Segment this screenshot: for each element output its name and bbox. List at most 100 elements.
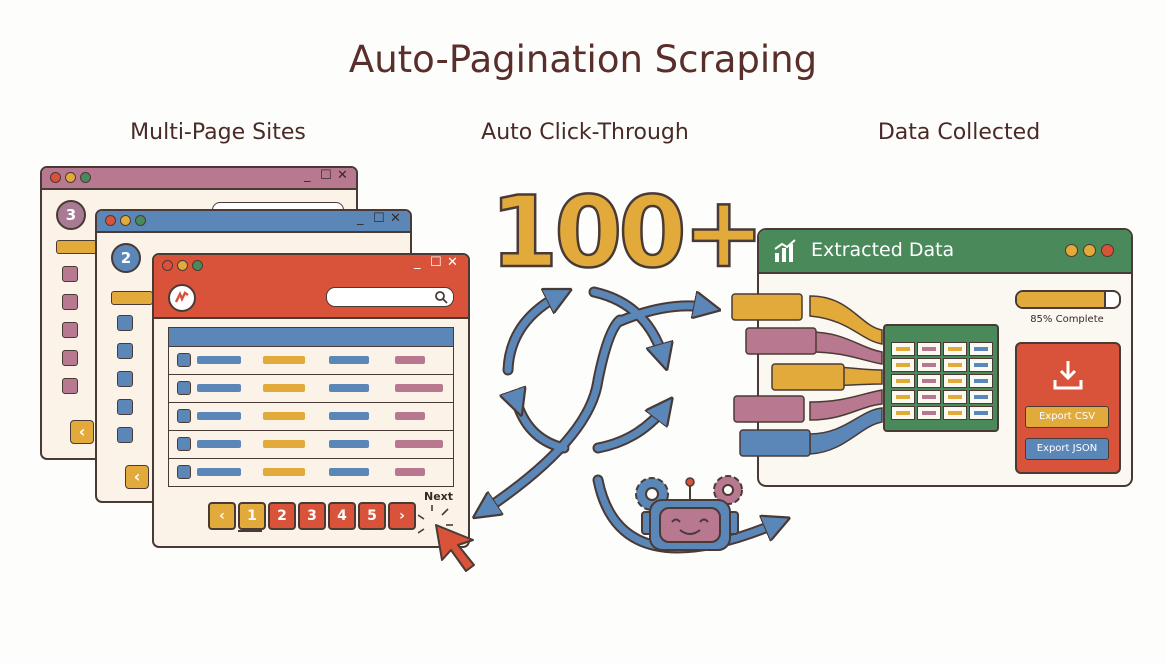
export-json-button[interactable]: Export JSON [1025, 438, 1109, 460]
row-cell [263, 412, 305, 420]
minimize-icon[interactable]: _ [414, 255, 421, 270]
minimize-icon[interactable]: _ [304, 168, 311, 183]
cell-value [974, 411, 988, 415]
column-heading-multi-page: Multi-Page Sites [130, 120, 306, 145]
window-maximize-dot[interactable] [80, 172, 91, 183]
window-close-dot[interactable] [1101, 244, 1114, 257]
data-cell [943, 342, 967, 356]
cell-value [974, 395, 988, 399]
minimize-icon[interactable]: _ [357, 211, 364, 226]
cell-value [896, 347, 910, 351]
row-checkbox[interactable] [117, 371, 133, 387]
row-cell [329, 468, 369, 476]
window-minimize-dot[interactable] [65, 172, 76, 183]
collected-table [883, 324, 999, 432]
current-page-underline [238, 530, 262, 532]
window-minimize-dot[interactable] [1065, 244, 1078, 257]
data-cell [917, 374, 941, 388]
row-checkbox[interactable] [177, 437, 191, 451]
row-cell [395, 440, 443, 448]
page-button-2[interactable]: 2 [268, 502, 296, 530]
page-button-3[interactable]: 3 [298, 502, 326, 530]
table-row[interactable] [169, 403, 453, 431]
window-maximize-dot[interactable] [192, 260, 203, 271]
window-close-dot[interactable] [105, 215, 116, 226]
cell-value [948, 379, 962, 383]
cell-value [922, 347, 936, 351]
export-csv-button[interactable]: Export CSV [1025, 406, 1109, 428]
close-icon[interactable]: ✕ [447, 255, 458, 270]
row-checkbox[interactable] [177, 353, 191, 367]
data-cell [969, 342, 993, 356]
row-checkbox[interactable] [62, 322, 78, 338]
table-row[interactable] [169, 431, 453, 459]
row-text-line [197, 468, 241, 476]
table-row[interactable] [169, 459, 453, 487]
cell-value [896, 363, 910, 367]
data-cell [891, 406, 915, 420]
data-cell [917, 342, 941, 356]
window-close-dot[interactable] [162, 260, 173, 271]
data-cell [969, 358, 993, 372]
robot-icon [635, 475, 743, 551]
cell-value [948, 411, 962, 415]
row-cell [395, 384, 443, 392]
row-cell [263, 440, 305, 448]
row-checkbox[interactable] [62, 378, 78, 394]
data-cell [969, 374, 993, 388]
page-button-1[interactable]: 1 [238, 502, 266, 530]
prev-page-button[interactable]: ‹ [208, 502, 236, 530]
search-icon[interactable] [434, 289, 448, 308]
row-checkbox[interactable] [117, 399, 133, 415]
row-cell [263, 468, 305, 476]
row-checkbox[interactable] [177, 465, 191, 479]
maximize-icon[interactable]: ☐ [430, 255, 442, 270]
data-cell [943, 374, 967, 388]
row-checkbox[interactable] [62, 350, 78, 366]
window-close-dot[interactable] [50, 172, 61, 183]
progress-bar [1015, 290, 1121, 309]
site-header [154, 277, 468, 319]
row-checkbox[interactable] [62, 266, 78, 282]
row-checkbox[interactable] [117, 315, 133, 331]
prev-page-button[interactable]: ‹ [125, 465, 149, 489]
data-cell [891, 358, 915, 372]
page-button-4[interactable]: 4 [328, 502, 356, 530]
cell-value [922, 379, 936, 383]
table-header [169, 328, 453, 347]
next-page-button[interactable]: › [388, 502, 416, 530]
table-row[interactable] [169, 375, 453, 403]
close-icon[interactable]: ✕ [390, 211, 401, 226]
row-checkbox[interactable] [62, 294, 78, 310]
window-minimize-dot[interactable] [120, 215, 131, 226]
cell-value [896, 395, 910, 399]
window-minimize-dot[interactable] [177, 260, 188, 271]
maximize-icon[interactable]: ☐ [373, 211, 385, 226]
data-cell [917, 390, 941, 404]
cell-value [948, 363, 962, 367]
cell-value [974, 347, 988, 351]
download-icon [1051, 358, 1085, 396]
window-titlebar: _ ☐ ✕ [154, 255, 468, 279]
close-icon[interactable]: ✕ [337, 168, 348, 183]
row-checkbox[interactable] [177, 409, 191, 423]
page-badge: 3 [56, 200, 86, 230]
page-button-5[interactable]: 5 [358, 502, 386, 530]
prev-page-button[interactable]: ‹ [70, 420, 94, 444]
maximize-icon[interactable]: ☐ [320, 168, 332, 183]
row-text-line [197, 440, 241, 448]
data-stream-diagram [731, 293, 883, 457]
row-checkbox[interactable] [117, 343, 133, 359]
row-checkbox[interactable] [177, 381, 191, 395]
window-maximize-dot[interactable] [135, 215, 146, 226]
row-checkbox[interactable] [117, 427, 133, 443]
data-cell [917, 406, 941, 420]
cell-value [948, 395, 962, 399]
search-input[interactable] [326, 287, 454, 307]
browser-window-page-1: _ ☐ ✕ [152, 253, 470, 548]
next-label[interactable]: Next [424, 490, 454, 503]
window-maximize-dot[interactable] [1083, 244, 1096, 257]
export-panel: Export CSV Export JSON [1015, 342, 1121, 474]
cell-value [922, 395, 936, 399]
table-row[interactable] [169, 347, 453, 375]
